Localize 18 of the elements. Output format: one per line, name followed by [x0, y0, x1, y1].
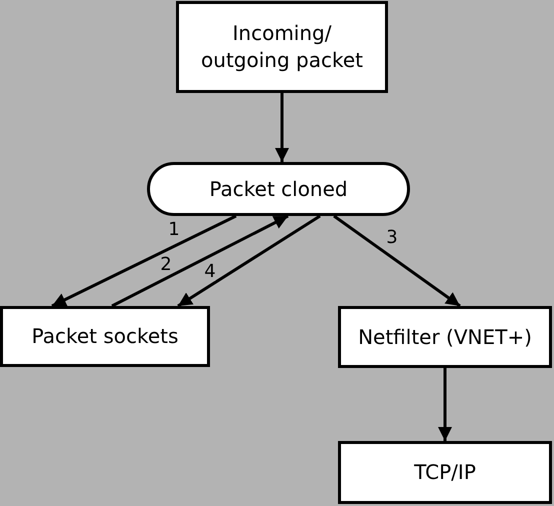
- arrow: [111, 214, 289, 308]
- process-box: [0, 306, 210, 367]
- arrow: [438, 368, 452, 441]
- process-box: [338, 441, 552, 504]
- process-box: [176, 1, 388, 93]
- arrow: [275, 93, 289, 162]
- arrow: [333, 214, 461, 308]
- node-label: Packet cloned: [209, 176, 348, 202]
- node-label: TCP/IP: [414, 459, 476, 486]
- edge-label: 4: [204, 263, 216, 281]
- node-label: Packet sockets: [32, 323, 178, 350]
- terminal-shape: [147, 162, 410, 216]
- process-box: [338, 306, 552, 368]
- node-label: Netfilter (VNET+): [358, 324, 532, 350]
- arrow: [177, 214, 321, 308]
- arrow: [51, 214, 237, 308]
- node-label: Incoming/ outgoing packet: [200, 20, 364, 74]
- edge-label: 2: [160, 256, 172, 274]
